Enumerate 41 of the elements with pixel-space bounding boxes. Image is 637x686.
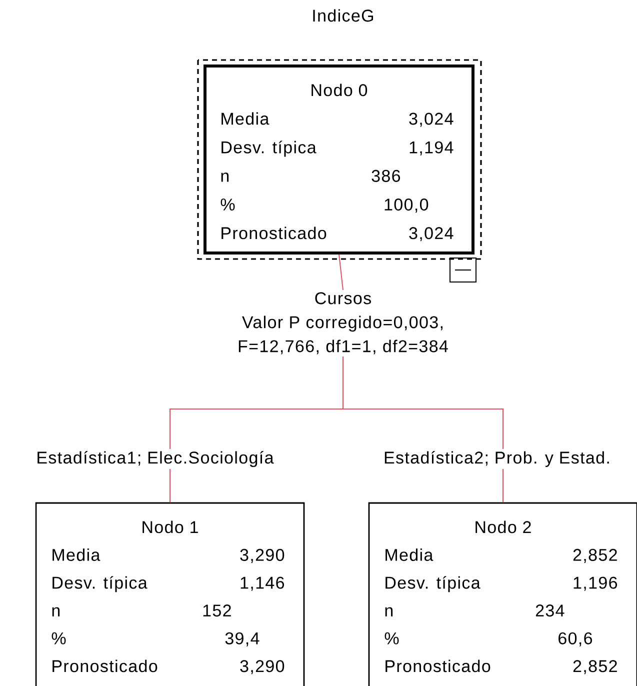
node-title: Nodo 2 — [476, 520, 531, 534]
stat-value: 100,0 — [384, 198, 428, 213]
stat-value: 2,852 — [573, 548, 617, 563]
stat-label: Pronosticado — [386, 660, 490, 672]
node-title: Nodo 0 — [312, 84, 368, 96]
stat-value: 2,852 — [573, 660, 617, 674]
stat-value: 234 — [536, 604, 564, 617]
node-box — [368, 502, 637, 686]
stat-label: Desv. típica — [386, 576, 480, 592]
stat-label: % — [52, 632, 66, 644]
stat-label: Pronosticado — [222, 226, 326, 240]
edge-label: Estadística2; Prob. y Estad. — [384, 450, 609, 468]
stat-label: n — [221, 172, 229, 182]
stat-label: n — [385, 607, 393, 616]
stat-label: % — [384, 632, 399, 644]
stat-value: 386 — [372, 170, 400, 182]
stat-label: % — [220, 198, 235, 210]
node-box — [35, 502, 305, 686]
stat-label: Media — [386, 548, 434, 561]
stat-value: 1,194 — [410, 141, 454, 156]
stat-label: Pronosticado — [52, 660, 158, 672]
stat-value: 3,024 — [409, 112, 454, 127]
chart-title: IndiceG — [313, 9, 374, 22]
connector-line — [338, 254, 344, 290]
stat-value: 3,290 — [240, 548, 284, 563]
stat-label: Media — [52, 548, 100, 561]
stat-value: 39,4 — [225, 632, 260, 646]
stat-value: 152 — [203, 604, 231, 617]
stat-value: 60,6 — [558, 632, 592, 646]
stat-value: 3,290 — [240, 660, 284, 674]
node-title: Nodo 1 — [142, 520, 198, 534]
stat-label: n — [52, 607, 60, 616]
connector-line — [342, 356, 504, 503]
stat-value: 3,024 — [409, 227, 454, 242]
stat-label: Desv. típica — [222, 140, 316, 157]
stat-value: 1,196 — [574, 576, 618, 591]
edge-label: Estadística1; Elec.Sociología — [38, 450, 274, 468]
split-label: Cursos Valor P corregido=0,003, F=12,766, df1=1, df2=384 — [238, 292, 448, 354]
stat-value: 1,146 — [240, 576, 284, 591]
stat-label: Desv. típica — [52, 576, 148, 592]
stat-label: Media — [222, 112, 270, 125]
